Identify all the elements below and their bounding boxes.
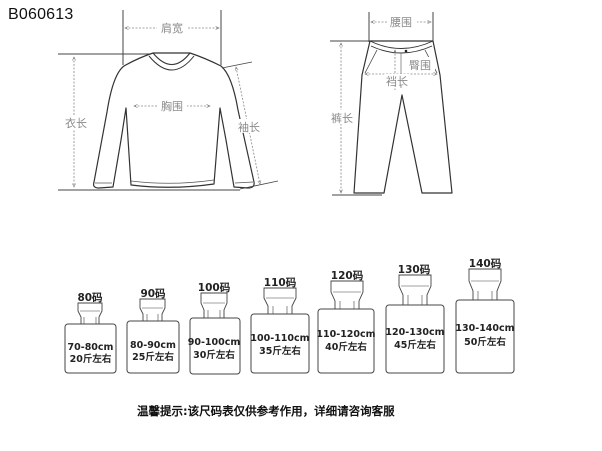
size-bottle-140: 140码 130-140cm 50斤左右	[455, 258, 515, 374]
size-bottle-100: 100码 90-100cm 30斤左右	[188, 282, 241, 375]
product-code: B060613	[8, 6, 74, 23]
weight-range: 45斤左右	[394, 339, 436, 351]
size-label: 110码	[264, 277, 297, 289]
size-label: 120码	[331, 270, 364, 282]
size-label: 90码	[140, 288, 166, 300]
weight-range: 20斤左右	[70, 353, 112, 365]
size-bottle-130: 130码 120-130cm 45斤左右	[385, 264, 445, 374]
size-chart: 80码 70-80cm 20斤左右 90码 80-90cm 25斤左右 100码	[64, 258, 515, 375]
chest-label: 胸围	[161, 99, 183, 113]
weight-range: 40斤左右	[325, 341, 367, 353]
weight-range: 25斤左右	[132, 351, 174, 363]
height-range: 80-90cm	[130, 340, 176, 351]
height-range: 120-130cm	[385, 327, 444, 338]
pants-length-label: 裤长	[331, 111, 353, 125]
shirt-illustration: 肩宽 胸围 衣长 袖长	[58, 10, 279, 191]
size-bottle-80: 80码 70-80cm 20斤左右	[64, 292, 117, 374]
rise-label: 裆长	[386, 75, 408, 88]
size-label: 140码	[469, 258, 502, 270]
size-bottle-120: 120码 110-120cm 40斤左右	[316, 270, 376, 374]
height-range: 90-100cm	[188, 337, 241, 348]
weight-range: 35斤左右	[259, 345, 301, 357]
waist-label: 腰围	[390, 16, 412, 29]
height-range: 70-80cm	[68, 342, 114, 353]
pants-illustration: 腰围 臀围 裆长 裤长	[327, 12, 453, 196]
hip-label: 臀围	[409, 59, 431, 72]
height-range: 100-110cm	[250, 333, 309, 344]
shirt-length-label: 衣长	[65, 116, 87, 130]
size-bottle-90: 90码 80-90cm 25斤左右	[126, 288, 180, 374]
reminder-note: 温馨提示:该尺码表仅供参考作用，详细请咨询客服	[137, 404, 395, 418]
sleeve-length-label: 袖长	[238, 120, 260, 134]
size-label: 80码	[77, 292, 103, 304]
weight-range: 30斤左右	[193, 349, 235, 361]
height-range: 130-140cm	[455, 323, 514, 334]
shoulder-width-label: 肩宽	[161, 21, 183, 35]
weight-range: 50斤左右	[464, 336, 506, 348]
size-label: 130码	[398, 264, 431, 276]
height-range: 110-120cm	[316, 329, 375, 340]
size-bottle-110: 110码 100-110cm 35斤左右	[250, 277, 310, 374]
size-label: 100码	[198, 282, 231, 294]
